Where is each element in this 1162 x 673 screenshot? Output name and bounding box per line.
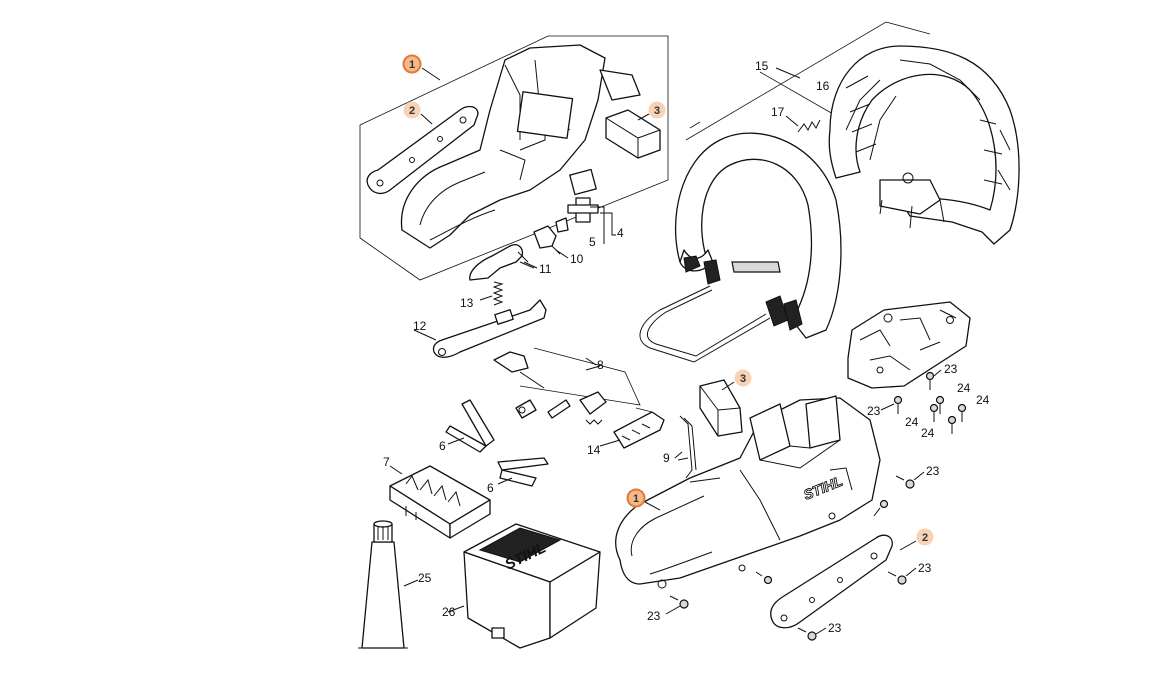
foam-pad-lower xyxy=(699,379,743,437)
clip-6-upper xyxy=(445,399,495,453)
main-housing: STIHL xyxy=(615,395,881,589)
badge-2-upper-label: 2 xyxy=(409,105,415,117)
num-5: 5 xyxy=(589,235,596,249)
badge-2-lower-label: 2 xyxy=(922,532,928,544)
spring-17 xyxy=(785,115,821,133)
num-24-c: 24 xyxy=(905,415,919,429)
assembly-box xyxy=(359,35,669,281)
screw-24-d xyxy=(947,415,957,434)
screw-23-bottom-right xyxy=(797,627,817,641)
num-24-b: 24 xyxy=(976,393,990,407)
badge-1-lower-label: 1 xyxy=(633,493,639,505)
num-14: 14 xyxy=(587,443,601,457)
num-23-motor-left: 23 xyxy=(867,404,881,418)
leader-lines xyxy=(523,67,942,635)
lockout-lever xyxy=(413,299,547,358)
screw-23-motor-top xyxy=(925,371,935,390)
screw-set xyxy=(669,371,967,641)
badge-1-upper: 1 xyxy=(402,54,441,81)
grease-tube xyxy=(358,520,419,649)
screw-24-a xyxy=(935,395,945,414)
badge-1-upper-label: 1 xyxy=(409,59,415,71)
num-16: 16 xyxy=(816,79,830,93)
num-26: 26 xyxy=(442,605,456,619)
handle-housing-16 xyxy=(828,45,1020,245)
badge-3-upper-label: 3 xyxy=(654,105,660,117)
num-10: 10 xyxy=(570,252,584,266)
num-6-lower: 6 xyxy=(487,481,494,495)
foam-pad-upper xyxy=(605,109,661,159)
num-8: 8 xyxy=(597,358,604,372)
handle-frame xyxy=(685,21,931,141)
battery-cover: STIHL xyxy=(447,523,601,649)
badge-2-upper: 2 xyxy=(403,101,433,125)
upper-housing-shell xyxy=(400,44,641,249)
num-23-cover: 23 xyxy=(918,561,932,575)
screw-23-bottom-left xyxy=(669,595,689,609)
num-23-bottom-left: 23 xyxy=(647,609,661,623)
screw-24-c xyxy=(957,403,967,422)
badge-3-upper: 3 xyxy=(637,101,666,121)
latch-part-10 xyxy=(533,217,569,255)
throttle-trigger xyxy=(469,244,535,281)
num-25: 25 xyxy=(418,571,432,585)
badge-3-lower-label: 3 xyxy=(740,373,746,385)
switch-carrier-14 xyxy=(599,407,665,449)
num-6-upper: 6 xyxy=(439,439,446,453)
num-24-d: 24 xyxy=(921,426,935,440)
num-24-a: 24 xyxy=(957,381,971,395)
wire-9 xyxy=(677,415,697,479)
screw-23-housing xyxy=(895,475,915,489)
switch-module xyxy=(567,168,616,244)
badge-2-lower: 2 xyxy=(899,528,934,551)
switch-parts-8 xyxy=(493,347,641,425)
clip-6-lower xyxy=(497,457,549,487)
motor-frame xyxy=(847,301,971,389)
num-7: 7 xyxy=(383,455,390,469)
connector-block-7 xyxy=(389,465,491,539)
num-4: 4 xyxy=(617,226,624,240)
num-23-bottom-right: 23 xyxy=(828,621,842,635)
screw-23-cover xyxy=(887,571,907,585)
part-numbers: 4 5 6 6 7 8 9 10 11 12 13 14 15 16 17 23… xyxy=(383,59,990,635)
handle-loop-15 xyxy=(639,132,842,363)
screw-23-motor-left xyxy=(893,395,903,414)
trigger-cover-strip xyxy=(366,105,479,195)
screw-24-b xyxy=(929,403,939,422)
num-17: 17 xyxy=(771,105,785,119)
num-11: 11 xyxy=(539,262,552,276)
num-9: 9 xyxy=(663,451,670,465)
num-15: 15 xyxy=(755,59,769,73)
screw-23-mid xyxy=(755,571,773,585)
num-13: 13 xyxy=(460,296,474,310)
spring-13 xyxy=(479,281,504,306)
num-23-motor-top: 23 xyxy=(944,362,958,376)
num-12: 12 xyxy=(413,319,427,333)
badge-3-lower: 3 xyxy=(721,369,752,391)
badge-1-lower: 1 xyxy=(626,488,661,511)
screw-23-side xyxy=(873,499,889,517)
num-23-housing: 23 xyxy=(926,464,940,478)
side-cover-lower xyxy=(770,534,893,629)
